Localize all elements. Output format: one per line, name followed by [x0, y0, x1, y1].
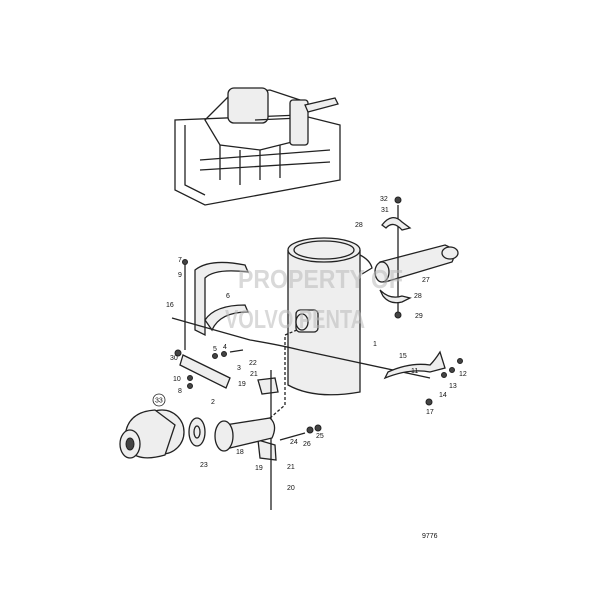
callout-18: 18: [236, 449, 244, 456]
callout-11: 11: [411, 368, 418, 375]
callout-33-circle: [152, 393, 166, 407]
callout-19-upper: 19: [238, 381, 246, 388]
callout-15: 15: [399, 353, 407, 360]
callout-31: 31: [381, 207, 389, 214]
callout-29: 29: [415, 313, 423, 320]
callout-16: 16: [166, 302, 174, 309]
figure-number: 9776: [422, 533, 438, 540]
callout-27: 27: [422, 277, 430, 284]
support-part-2: [179, 354, 231, 389]
engine-overview-illustration: [174, 87, 341, 206]
callout-28-upper: 28: [355, 222, 363, 229]
callout-2: 2: [211, 399, 215, 406]
pipe-part-18: [224, 417, 276, 449]
callout-24: 24: [290, 439, 298, 446]
bellows-part-33: [119, 409, 185, 459]
callout-33: 33: [155, 398, 163, 405]
clamp-half-19-lower: [257, 439, 277, 461]
callout-20: 20: [287, 485, 295, 492]
bracket-part-6: [182, 259, 250, 350]
clamp-half-19-upper: [257, 377, 279, 395]
callout-1: 1: [373, 341, 377, 348]
callout-25: 25: [316, 433, 324, 440]
callout-5: 5: [213, 346, 217, 353]
callout-3: 3: [237, 365, 241, 372]
tie-rod-part-16: [171, 317, 431, 379]
callout-9: 9: [178, 272, 182, 279]
callout-21-lower: 21: [287, 464, 295, 471]
callout-28-lower: 28: [414, 293, 422, 300]
callout-8: 8: [178, 388, 182, 395]
callout-6: 6: [226, 293, 230, 300]
callout-22: 22: [249, 360, 257, 367]
callout-labels: 1 2 3 4 5 6 7 8 9 10 11 12 13 14 15 16 1…: [152, 196, 467, 492]
callout-7: 7: [178, 257, 182, 264]
callout-26: 26: [303, 441, 311, 448]
callout-17: 17: [426, 409, 434, 416]
callout-21-upper: 21: [250, 371, 258, 378]
connection-dashed-line: [269, 329, 298, 419]
callout-30: 30: [170, 355, 178, 362]
clamp-part-15: [383, 350, 463, 406]
callout-10: 10: [173, 376, 181, 383]
callout-13: 13: [449, 383, 457, 390]
callout-12: 12: [459, 371, 467, 378]
watermark-line-1: PROPERTY OF: [238, 264, 403, 294]
watermark-line-2: VOLVO PENTA: [225, 304, 365, 334]
outlet-pipe-part-27: [374, 196, 459, 319]
callout-14: 14: [439, 392, 447, 399]
callout-19-lower: 19: [255, 465, 263, 472]
callout-23: 23: [200, 462, 208, 469]
callout-4: 4: [223, 344, 227, 351]
callout-32: 32: [380, 196, 388, 203]
